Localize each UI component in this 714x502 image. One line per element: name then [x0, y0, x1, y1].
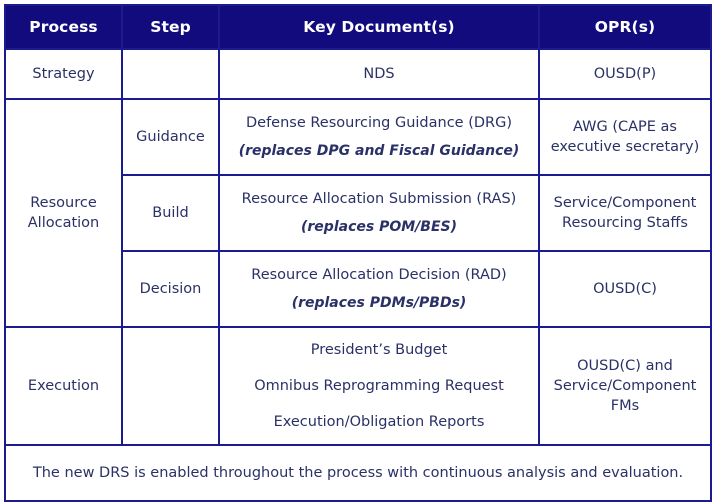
- cell-process-strategy: Strategy: [4, 48, 123, 100]
- cell-opr-execution: OUSD(C) and Service/Component FMs: [538, 326, 712, 446]
- document-line: Omnibus Reprogramming Request: [254, 378, 504, 394]
- line-spacer: [224, 285, 534, 294]
- footer-note: The new DRS is enabled throughout the pr…: [4, 444, 712, 502]
- cell-documents-strategy: NDS: [218, 48, 540, 100]
- process-label-line2: Allocation: [27, 215, 100, 231]
- cell-opr-decision: OUSD(C): [538, 250, 712, 328]
- column-header-opr: OPR(s): [538, 4, 712, 50]
- cell-step-decision: Decision: [121, 250, 220, 328]
- document-replaces: (replaces PDMs/PBDs): [291, 294, 467, 311]
- table-footer-row: The new DRS is enabled throughout the pr…: [4, 444, 712, 502]
- cell-opr-guidance: AWG (CAPE as executive secretary): [538, 98, 712, 176]
- line-spacer: [224, 209, 534, 218]
- document-primary: Resource Allocation Decision (RAD): [251, 266, 507, 283]
- cell-documents-guidance: Defense Resourcing Guidance (DRG) (repla…: [218, 98, 540, 176]
- table-header-row: Process Step Key Document(s) OPR(s): [4, 4, 712, 50]
- cell-process-resource-allocation: Resource Allocation: [4, 98, 123, 328]
- cell-step-strategy: [121, 48, 220, 100]
- cell-documents-decision: Resource Allocation Decision (RAD) (repl…: [218, 250, 540, 328]
- table-row: Strategy NDS OUSD(P): [4, 48, 712, 100]
- document-primary: Resource Allocation Submission (RAS): [241, 190, 517, 207]
- process-label-line1: Resource: [30, 195, 97, 211]
- column-header-documents: Key Document(s): [218, 4, 540, 50]
- table-body: Strategy NDS OUSD(P) Resource: [4, 48, 712, 502]
- line-spacer: [224, 133, 534, 142]
- drs-table-container: Process Step Key Document(s) OPR(s) Stra…: [4, 4, 712, 502]
- table-row: Execution President’s Budget Omnibus Rep…: [4, 326, 712, 446]
- column-header-step: Step: [121, 4, 220, 50]
- opr-line: Resourcing Staffs: [562, 215, 688, 231]
- opr-line: Service/Component: [553, 195, 697, 211]
- opr-line: Service/Component: [553, 378, 697, 394]
- document-primary: NDS: [363, 66, 395, 82]
- cell-step-guidance: Guidance: [121, 98, 220, 176]
- cell-opr-strategy: OUSD(P): [538, 48, 712, 100]
- drs-process-table: Process Step Key Document(s) OPR(s) Stra…: [4, 4, 712, 502]
- opr-line: FMs: [610, 398, 640, 414]
- document-primary: Defense Resourcing Guidance (DRG): [245, 114, 513, 131]
- opr-line: executive secretary): [550, 139, 700, 155]
- table-row: Build Resource Allocation Submission (RA…: [5, 174, 712, 252]
- cell-documents-build: Resource Allocation Submission (RAS) (re…: [218, 174, 540, 252]
- opr-line: AWG (CAPE as: [573, 119, 677, 135]
- opr-line: OUSD(C) and: [577, 358, 673, 374]
- line-spacer: [224, 396, 534, 412]
- line-spacer: [224, 360, 534, 376]
- cell-step-build: Build: [121, 174, 220, 252]
- document-line: Execution/Obligation Reports: [273, 414, 485, 430]
- table-row: Resource Allocation Guidance Defense Res…: [4, 98, 712, 328]
- cell-opr-build: Service/Component Resourcing Staffs: [538, 174, 712, 252]
- opr-line: OUSD(C): [593, 281, 657, 297]
- document-replaces: (replaces POM/BES): [301, 218, 457, 235]
- table-row: Decision Resource Allocation Decision (R…: [5, 250, 712, 328]
- column-header-process: Process: [4, 4, 123, 50]
- document-line: President’s Budget: [310, 342, 448, 358]
- opr-line: OUSD(P): [593, 66, 657, 82]
- table-header: Process Step Key Document(s) OPR(s): [4, 4, 712, 50]
- cell-process-execution: Execution: [4, 326, 123, 446]
- cell-documents-execution: President’s Budget Omnibus Reprogramming…: [218, 326, 540, 446]
- document-replaces: (replaces DPG and Fiscal Guidance): [238, 142, 520, 159]
- cell-step-execution: [121, 326, 220, 446]
